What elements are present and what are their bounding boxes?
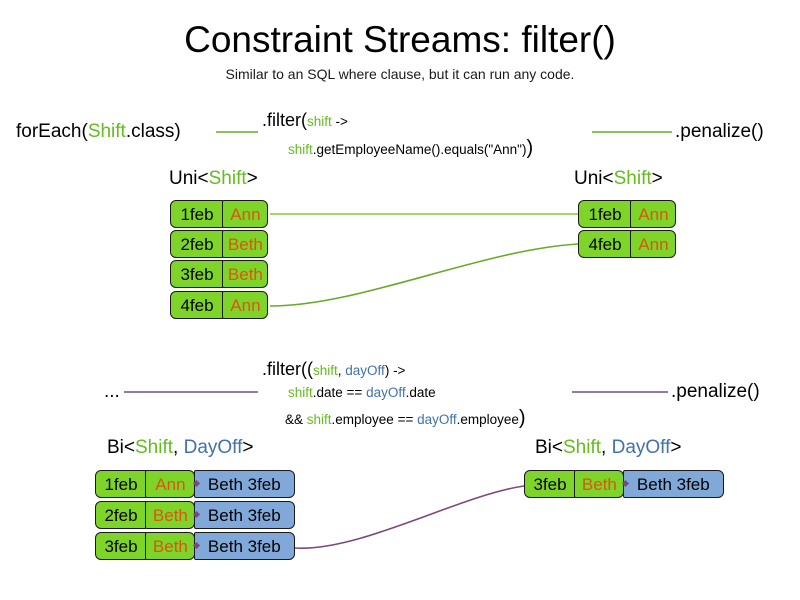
uni-penalize: .penalize(): [675, 121, 764, 142]
shift-date-cell: 2feb: [170, 230, 224, 258]
table-row[interactable]: 3feb Beth Beth 3feb: [524, 470, 724, 498]
shift-date-cell: 1feb: [578, 200, 632, 228]
label-uni-in-type: Shift: [208, 168, 247, 189]
label-bi-in-post: >: [242, 437, 254, 458]
shift-date-cell: 1feb: [170, 200, 224, 228]
label-uni-out-post: >: [651, 168, 663, 189]
table-row[interactable]: 2feb Beth Beth 3feb: [95, 501, 295, 529]
page-title: Constraint Streams: filter(): [184, 19, 616, 60]
label-bi-out-pre: Bi<: [535, 437, 563, 458]
bi-filter-line3: && shift.employee == dayOff.employee): [285, 407, 526, 430]
label-uni-in-post: >: [246, 168, 258, 189]
foreach-expression: forEach(Shift.class): [16, 121, 181, 143]
label-bi-in-pre: Bi<: [107, 437, 135, 458]
bi-line2-var1: shift: [288, 385, 313, 400]
shift-date-cell: 1feb: [95, 470, 147, 498]
label-uni-out-pre: Uni<: [574, 168, 614, 189]
table-row[interactable]: 1feb Ann: [578, 200, 677, 228]
shift-date-cell: 3feb: [170, 260, 224, 288]
uni-filter-param: shift: [307, 114, 332, 129]
shift-date-cell: 3feb: [95, 532, 147, 560]
shift-name-cell: Ann: [630, 200, 677, 228]
foreach-suffix: .class): [125, 121, 181, 142]
dayoff-cell: Beth 3feb: [622, 470, 724, 498]
shift-name-cell: Ann: [222, 291, 269, 319]
label-uni-in-pre: Uni<: [169, 168, 209, 189]
shift-name-cell: Ann: [630, 230, 677, 258]
label-bi-in-type2: DayOff: [183, 437, 243, 458]
bi-filter-close: ): [518, 407, 526, 429]
shift-name-cell: Beth: [222, 260, 269, 288]
shift-name-cell: Beth: [222, 230, 269, 258]
shift-name-cell: Ann: [222, 200, 269, 228]
shift-name-cell: Beth: [145, 532, 196, 560]
bi-line3-var1: shift: [306, 412, 332, 427]
uni-filter-open: .filter(: [262, 110, 307, 130]
table-row[interactable]: 3feb Beth: [170, 260, 269, 288]
label-bi-out-post: >: [670, 437, 682, 458]
uni-filter-close: ): [526, 137, 534, 159]
bi-source: ...: [104, 381, 120, 402]
bi-filter-line2: shift.date == dayOff.date: [288, 385, 436, 401]
table-row[interactable]: 3feb Beth Beth 3feb: [95, 532, 295, 560]
bi-line3-var2: dayOff: [417, 412, 457, 427]
label-uni-out: Uni<Shift>: [574, 168, 663, 190]
bi-line3-mid: .employee ==: [331, 412, 418, 427]
shift-date-cell: 4feb: [578, 230, 632, 258]
shift-date-cell: 4feb: [170, 291, 224, 319]
shift-date-cell: 3feb: [524, 470, 576, 498]
dayoff-cell: Beth 3feb: [193, 470, 295, 498]
uni-filter-line1: .filter(shift ->: [262, 110, 348, 131]
shift-name-cell: Ann: [145, 470, 196, 498]
bi-penalize: .penalize(): [671, 381, 760, 402]
dayoff-cell: Beth 3feb: [193, 501, 295, 529]
shift-name-cell: Beth: [574, 470, 625, 498]
label-bi-in-sep: ,: [173, 437, 184, 458]
wire-bi-3feb: [294, 485, 525, 549]
foreach-prefix: forEach(: [16, 121, 88, 142]
bi-filter-arrow: ->: [389, 363, 406, 378]
bi-line2-end: .date: [405, 385, 436, 400]
uni-body-rest: .getEmployeeName().equals("Ann"): [312, 142, 527, 157]
bi-filter-open: .filter((: [262, 359, 313, 379]
bi-line2-var2: dayOff: [366, 385, 406, 400]
bi-filter-comma: ,: [337, 363, 346, 378]
bi-filter-param1: shift: [313, 363, 338, 378]
label-bi-in-type1: Shift: [135, 437, 174, 458]
table-row[interactable]: 4feb Ann: [578, 230, 677, 258]
bi-filter-paren: ): [384, 363, 390, 378]
bi-filter-line1: .filter((shift, dayOff) ->: [262, 359, 405, 380]
table-row[interactable]: 2feb Beth: [170, 230, 269, 258]
dayoff-cell: Beth 3feb: [193, 532, 295, 560]
shift-date-cell: 2feb: [95, 501, 147, 529]
label-bi-out-type1: Shift: [563, 437, 602, 458]
uni-filter-arrow: ->: [331, 114, 348, 129]
uni-body-var: shift: [288, 142, 313, 157]
label-bi-out-type2: DayOff: [611, 437, 671, 458]
bi-line3-end: .employee: [456, 412, 519, 427]
page-subtitle: Similar to an SQL where clause, but it c…: [225, 66, 575, 82]
table-row[interactable]: 4feb Ann: [170, 291, 269, 319]
label-bi-in: Bi<Shift, DayOff>: [107, 437, 253, 459]
bi-line2-mid: .date ==: [312, 385, 367, 400]
label-bi-out-sep: ,: [601, 437, 612, 458]
label-uni-out-type: Shift: [613, 168, 652, 189]
uni-filter-line2: shift.getEmployeeName().equals("Ann")): [288, 137, 533, 160]
bi-filter-param2: dayOff: [345, 363, 385, 378]
foreach-type: Shift: [87, 121, 126, 142]
label-bi-out: Bi<Shift, DayOff>: [535, 437, 681, 459]
table-row[interactable]: 1feb Ann: [170, 200, 269, 228]
wire-uni-4feb: [269, 243, 579, 307]
bi-line3-amp: &&: [285, 412, 307, 427]
table-row[interactable]: 1feb Ann Beth 3feb: [95, 470, 295, 498]
label-uni-in: Uni<Shift>: [169, 168, 258, 190]
shift-name-cell: Beth: [145, 501, 196, 529]
